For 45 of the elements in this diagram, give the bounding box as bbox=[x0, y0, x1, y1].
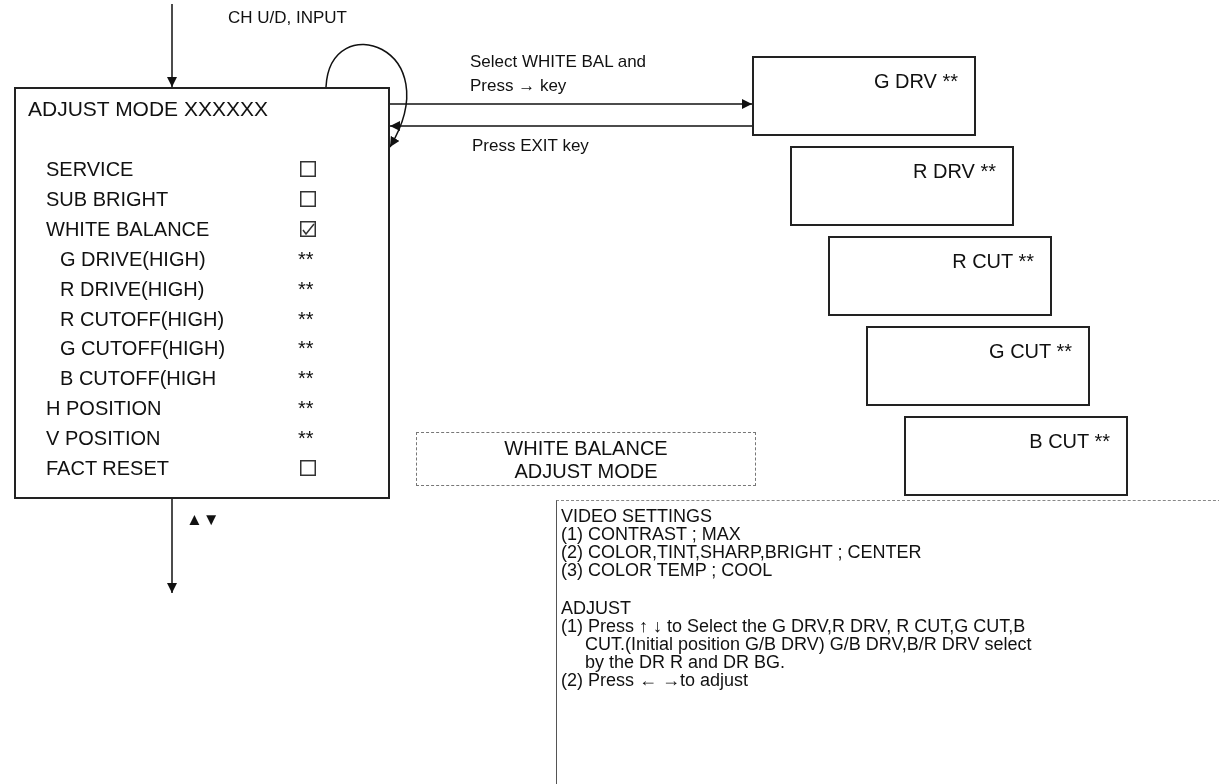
value-text: ** bbox=[298, 336, 314, 361]
screen-panel bbox=[828, 236, 1052, 316]
note-text: (3) COLOR TEMP ; COOL bbox=[561, 561, 773, 579]
screen-label: B CUT ** bbox=[1029, 430, 1110, 453]
menu-item: WHITE BALANCE bbox=[46, 216, 210, 241]
arrow bbox=[325, 44, 408, 148]
menu-screen bbox=[14, 87, 390, 499]
section-heading: ADJUST bbox=[561, 599, 632, 617]
arrow bbox=[389, 99, 753, 109]
menu-item: V POSITION bbox=[46, 426, 161, 451]
value-text: ** bbox=[298, 396, 314, 421]
value-text: ** bbox=[298, 426, 314, 451]
note-text: (1) CONTRAST ; MAX bbox=[561, 525, 742, 543]
menu-item: G CUTOFF(HIGH) bbox=[60, 336, 226, 361]
screen-panel bbox=[904, 416, 1128, 496]
notes-panel bbox=[556, 500, 1219, 784]
screen-label: G DRV ** bbox=[873, 70, 958, 93]
arrow bbox=[167, 498, 177, 594]
title-box bbox=[416, 432, 756, 486]
screen-panel bbox=[752, 56, 976, 136]
arrow bbox=[389, 121, 753, 131]
menu-item: R DRIVE(HIGH) bbox=[60, 276, 205, 301]
screen-label: R CUT ** bbox=[952, 250, 1034, 273]
section-heading: VIDEO SETTINGS bbox=[561, 507, 714, 525]
screen-label: G CUT ** bbox=[989, 340, 1072, 363]
value-text: ** bbox=[298, 306, 314, 331]
note-text: (2) Press ← →to adjust bbox=[561, 671, 750, 689]
arrow bbox=[167, 3, 177, 88]
screen-panel bbox=[866, 326, 1090, 406]
menu-item: SUB BRIGHT bbox=[46, 186, 169, 211]
menu-heading: ADJUST MODE XXXXXX bbox=[28, 97, 268, 121]
menu-item: B CUTOFF(HIGH bbox=[60, 366, 217, 391]
value-text: ** bbox=[298, 246, 314, 271]
menu-item: R CUTOFF(HIGH) bbox=[60, 306, 225, 331]
mode-title: WHITE BALANCE ADJUST MODE bbox=[503, 437, 669, 483]
note-text: (1) Press ↑ ↓ to Select the G DRV,R DRV, R CUT,G CUT,B CUT.(Initial position G/B DRV) G/B DRV,B/R DRV select by the DR R and DR BG. bbox=[561, 617, 1033, 671]
screen-label: R DRV ** bbox=[913, 160, 996, 183]
menu-item: SERVICE bbox=[46, 157, 134, 181]
note-text: (2) COLOR,TINT,SHARP,BRIGHT ; CENTER bbox=[561, 543, 923, 561]
value-text: ** bbox=[298, 276, 314, 301]
value-text: ** bbox=[298, 366, 314, 391]
screen-panel bbox=[790, 146, 1014, 226]
menu-item: H POSITION bbox=[46, 396, 162, 421]
menu-item: G DRIVE(HIGH) bbox=[60, 246, 206, 271]
menu-item: FACT RESET bbox=[46, 456, 169, 480]
